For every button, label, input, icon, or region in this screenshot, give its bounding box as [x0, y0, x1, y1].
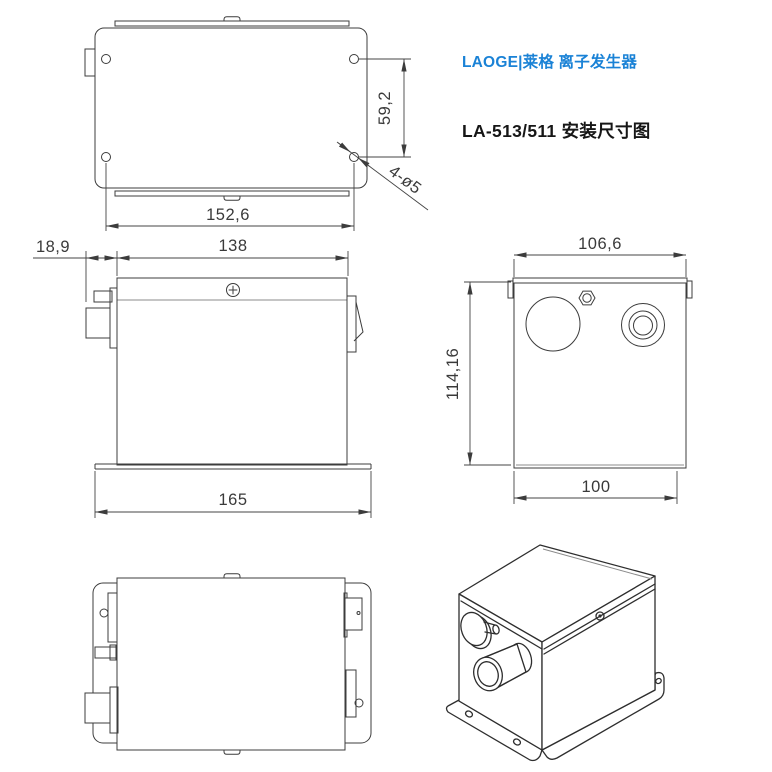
dim-base-depth: 100 [581, 478, 610, 496]
isometric-view-drawing [445, 544, 665, 762]
page-title: LA-513/511 安装尺寸图 [462, 121, 651, 141]
dim-body-width: 138 [218, 237, 247, 255]
brand-title: LAOGE|莱格 离子发生器 [462, 54, 638, 71]
front-view-drawing: 18,9 138 165 [33, 237, 372, 518]
side-view-drawing: 106,6 114,16 100 [444, 235, 693, 504]
dim-body-depth: 106,6 [578, 235, 622, 253]
dim-base-width: 165 [218, 491, 247, 509]
dim-hole-spacing: 59,2 [376, 91, 394, 125]
top-view-drawing: 152,6 59,2 4-ø5 [84, 16, 429, 231]
dim-connector-offset: 18,9 [36, 238, 70, 256]
bottom-view-drawing [84, 573, 372, 755]
dim-height: 114,16 [444, 348, 462, 400]
dim-mount-width: 152,6 [206, 206, 250, 224]
